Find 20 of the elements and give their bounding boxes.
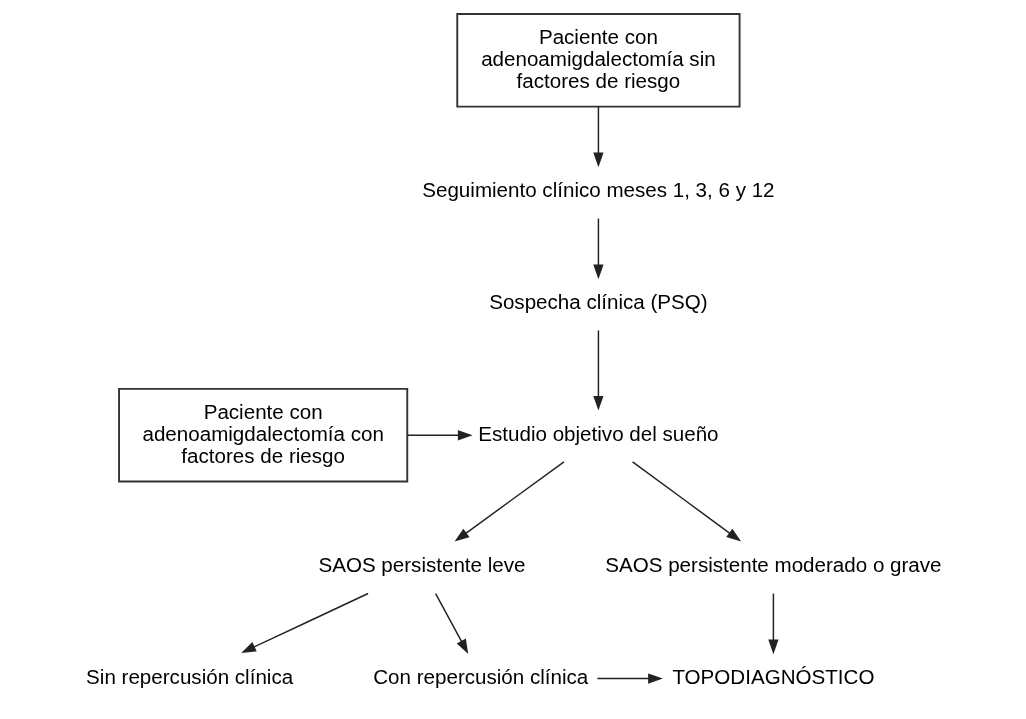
arrow [240,592,369,653]
arrow [631,461,741,542]
arrow [406,430,473,441]
node-text: Estudio objetivo del sueño [477,421,719,445]
arrow [454,461,565,542]
arrow [592,329,604,411]
arrow [434,592,468,654]
arrow [767,592,779,655]
node-text: TOPODIAGNÓSTICO [671,665,874,689]
node-box: Paciente con adenoamigdalectomía con factores de riesgo [117,387,408,483]
node-text: SAOS persistente moderado o grave [604,553,942,577]
arrow [592,217,604,280]
node-box: Paciente con adenoamigdalectomía sin factores de riesgo [455,13,741,108]
node-text: Sin repercusión clínica [85,665,293,689]
arrow [592,106,604,168]
node-text: Seguimiento clínico meses 1, 3, 6 y 12 [421,178,775,202]
node-text: Con repercusión clínica [372,665,588,689]
node-text: Sospecha clínica (PSQ) [488,290,708,314]
node-text: SAOS persistente leve [317,553,525,577]
arrow [596,673,663,684]
